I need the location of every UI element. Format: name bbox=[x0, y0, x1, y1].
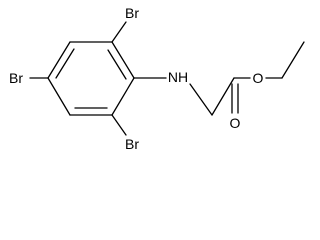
ring-bond bbox=[111, 77, 135, 116]
ring-bond bbox=[47, 77, 71, 116]
bond-n-ch2 bbox=[189, 83, 213, 116]
ring-double-bond bbox=[107, 49, 127, 80]
atom-o-carbonyl: O bbox=[230, 115, 241, 131]
atom-br-bottom: Br bbox=[125, 136, 139, 152]
atom-br-left: Br bbox=[9, 70, 23, 86]
atom-br-top: Br bbox=[125, 5, 139, 21]
ring-double-bond bbox=[55, 48, 75, 79]
atom-o-ether: O bbox=[253, 70, 264, 86]
bond-ch2-ch3 bbox=[281, 41, 305, 79]
ring-bond bbox=[111, 41, 135, 79]
molecule-structure: Br Br Br NH O O bbox=[9, 5, 305, 152]
bond-c-br-bottom bbox=[111, 114, 127, 136]
benzene-ring bbox=[47, 41, 135, 116]
atom-nh: NH bbox=[168, 69, 188, 85]
ring-bond bbox=[47, 41, 71, 79]
bond-ch2-c bbox=[211, 77, 235, 116]
bond-c-br-top bbox=[111, 21, 127, 43]
